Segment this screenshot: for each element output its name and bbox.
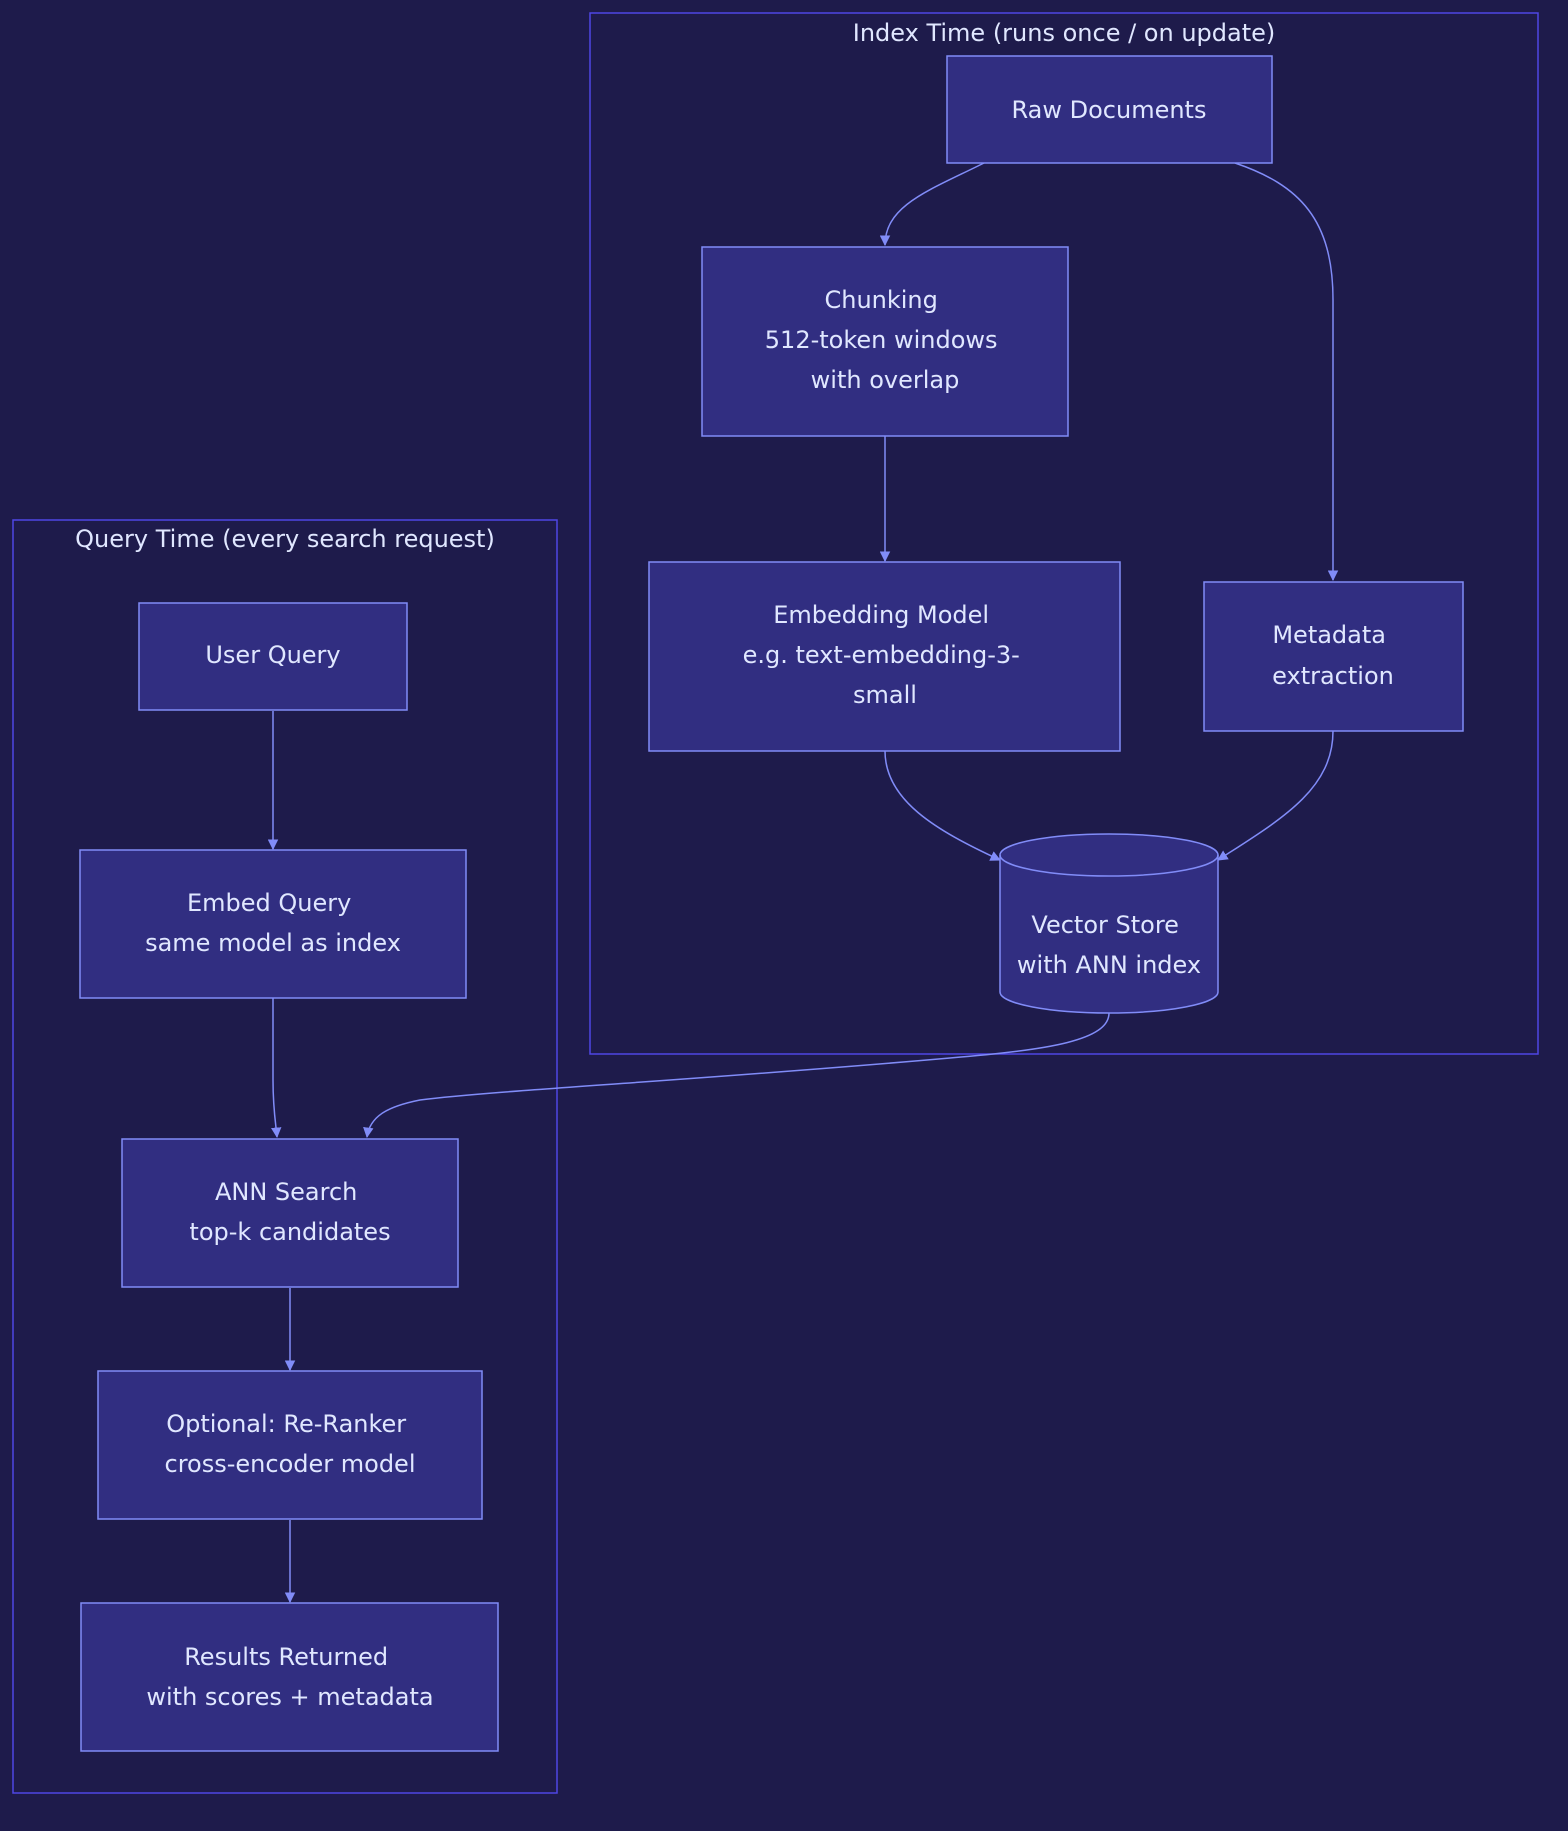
edge-vector-to-ann xyxy=(363,1012,1110,1139)
node-embedding-model-line: Embedding Model xyxy=(773,601,989,629)
node-vector-store-line: with ANN index xyxy=(1017,951,1201,979)
svg-text:Metadata extraction: Metadata extraction xyxy=(1272,621,1394,690)
cluster-query-time-title: Query Time (every search request) xyxy=(75,525,495,553)
node-results-returned-line: Results Returned xyxy=(184,1643,388,1671)
node-re-ranker-line: cross-encoder model xyxy=(165,1450,416,1478)
node-ann-search-line: ANN Search xyxy=(215,1178,357,1206)
node-vector-store: Vector Store with ANN index xyxy=(999,833,1219,1014)
node-chunking-line: Chunking xyxy=(824,286,937,314)
node-user-query: User Query xyxy=(138,602,408,711)
edge-raw-to-chunking xyxy=(879,162,985,247)
node-chunking: Chunking 512-token windows with overlap xyxy=(701,246,1069,437)
svg-text:Embedding Model e.g. tex: Embedding Model e.g. text-embedding-3- s… xyxy=(743,601,1028,709)
node-embedding-model-line: e.g. text-embedding-3- xyxy=(743,641,1020,669)
node-chunking-line: 512-token windows xyxy=(765,326,998,354)
edge-metadata-to-vector xyxy=(1217,730,1334,861)
node-embed-query-line: same model as index xyxy=(145,929,401,957)
svg-text:ANN Search top-k candida: ANN Search top-k candidates xyxy=(189,1178,390,1246)
node-chunking-line: with overlap xyxy=(811,366,960,394)
cluster-index-time: Index Time (runs once / on update) xyxy=(589,12,1539,1055)
cluster-query-time: Query Time (every search request) xyxy=(12,519,558,1794)
node-embedding-model: Embedding Model e.g. text-embedding-3- s… xyxy=(648,561,1121,752)
node-metadata-extraction: Metadata extraction xyxy=(1203,581,1464,732)
svg-text:User Query: User Query xyxy=(205,641,340,669)
svg-text:Optional: Re-Ranker cros: Optional: Re-Ranker cross-encoder model xyxy=(165,1410,416,1478)
edge-embedding-to-vector xyxy=(884,750,1001,861)
node-ann-search-line: top-k candidates xyxy=(189,1218,390,1246)
edges xyxy=(267,162,1339,1604)
node-results-returned-line: with scores + metadata xyxy=(146,1683,433,1711)
node-re-ranker-line: Optional: Re-Ranker xyxy=(166,1410,406,1438)
node-vector-store-line: Vector Store xyxy=(1031,911,1179,939)
svg-text:Results Returned with sc: Results Returned with scores + metadata xyxy=(146,1643,433,1711)
edge-raw-to-metadata xyxy=(1234,162,1339,582)
node-re-ranker: Optional: Re-Ranker cross-encoder model xyxy=(97,1370,483,1520)
node-embed-query: Embed Query same model as index xyxy=(79,849,467,999)
node-ann-search: ANN Search top-k candidates xyxy=(121,1138,459,1288)
node-embed-query-line: Embed Query xyxy=(187,889,351,917)
svg-text:Vector Store with ANN in: Vector Store with ANN index xyxy=(1017,911,1201,979)
node-metadata-extraction-line: Metadata xyxy=(1272,621,1386,649)
node-results-returned: Results Returned with scores + metadata xyxy=(80,1602,499,1752)
node-user-query-line: User Query xyxy=(205,641,340,669)
svg-text:Chunking 512-token windo: Chunking 512-token windows with overlap xyxy=(765,286,1005,394)
svg-text:Raw Documents: Raw Documents xyxy=(1012,96,1207,124)
node-metadata-extraction-line: extraction xyxy=(1272,662,1394,690)
node-raw-documents: Raw Documents xyxy=(946,55,1273,164)
node-raw-documents-line: Raw Documents xyxy=(1012,96,1207,124)
edge-embed-to-ann xyxy=(270,998,282,1139)
svg-text:Embed Query same model a: Embed Query same model as index xyxy=(145,889,401,957)
node-embedding-model-line: small xyxy=(853,681,917,709)
cluster-index-time-title: Index Time (runs once / on update) xyxy=(853,19,1276,47)
